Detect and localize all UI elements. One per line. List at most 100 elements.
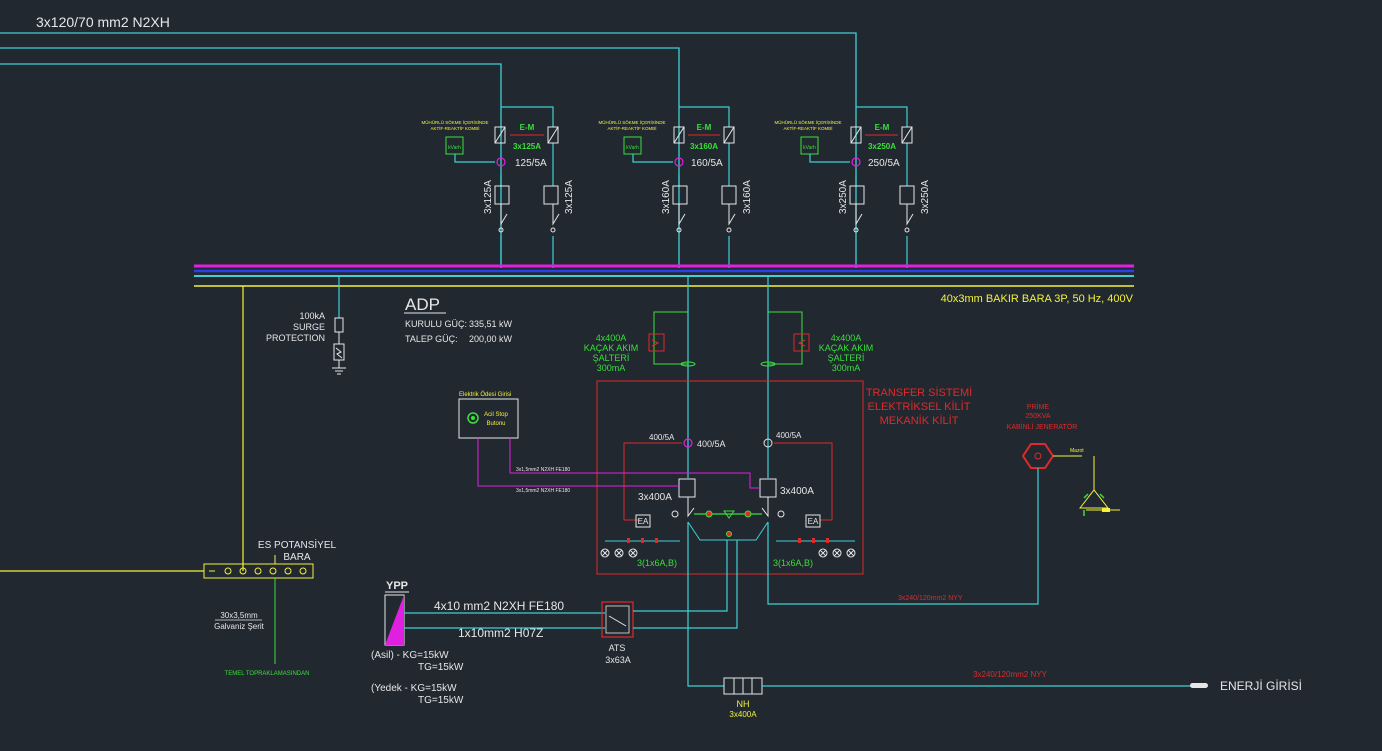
emergency-wiring: [477, 438, 760, 489]
generator-cable: [767, 468, 1039, 605]
top-cable-label: 3x120/70 mm2 N2XH: [36, 14, 170, 30]
rcd-right-icon: [793, 333, 810, 352]
emergency-title: Elektrik Ödesi Girisi: [459, 391, 511, 398]
rcd-right-label-2: KAÇAK AKIM: [819, 343, 874, 353]
emergency-button-label-2: Butonu: [486, 421, 505, 427]
earth-strip-label-1: 30x3,5mm: [220, 611, 258, 620]
meter-caption-1: MÜHÜRLÜ SÖKME İÇERİSİNDE: [598, 119, 665, 125]
control-wiring: [623, 442, 833, 521]
transfer-label-2: ELEKTRİKSEL KİLİT: [868, 400, 971, 413]
contactor-right-icon: [723, 126, 735, 144]
rcd-right-label-4: 300mA: [832, 363, 861, 373]
rcd-left: [648, 276, 696, 478]
meter-label: kVarh: [626, 145, 639, 151]
ct-right-icon: [763, 438, 773, 448]
contactor-left-icon: [494, 126, 506, 144]
ypp-label: YPP: [386, 580, 408, 592]
breaker-left-icon: [849, 185, 865, 205]
rcd-left-label-4: 300mA: [597, 363, 626, 373]
ea-right-box: [805, 514, 821, 528]
transfer-label-1: TRANSFER SİSTEMİ: [866, 386, 972, 399]
em-rating: 3x250A: [868, 142, 896, 151]
contactor-left-icon: [673, 126, 685, 144]
meter-label: kVarh: [803, 145, 816, 151]
breaker-right-rating: 3x250A: [920, 180, 931, 214]
emergency-cable-2: 3x1,5mm2 N2XH FE180: [516, 488, 570, 494]
current-transformer-icon: [496, 157, 506, 167]
meter-caption-2: AKTİF-REAKTİF KOMBİ: [607, 125, 656, 131]
ypp-cables: [404, 612, 605, 629]
rcd-right-label-3: ŞALTERİ: [828, 353, 865, 363]
ats-feed-lines: [633, 540, 738, 629]
meter-caption-2: AKTİF-REAKTİF KOMBİ: [430, 125, 479, 131]
ea-left-label: EA: [638, 517, 649, 526]
surge-protector: [332, 276, 346, 375]
generator-label-2: 250KVA: [1025, 413, 1050, 420]
main-incoming-line: [687, 522, 724, 687]
ea-right-label: EA: [808, 517, 819, 526]
ypp-asil-2: TG=15kW: [418, 662, 464, 673]
cable-end-icon: [1190, 683, 1208, 688]
current-transformer-icon: [851, 157, 861, 167]
demand-power-label: TALEP GÜÇ:: [405, 334, 458, 344]
em-label: E-M: [875, 123, 890, 132]
transfer-system-box: [596, 380, 864, 575]
busbar: [194, 264, 1134, 287]
fuse-right-label: 3(1x6A,B): [773, 558, 813, 568]
em-label: E-M: [697, 123, 712, 132]
earth-bar-title-1: ES POTANSİYEL: [258, 538, 337, 551]
generator-cable-label: 3x240/120mm2 NYY: [898, 595, 963, 602]
transfer-breaker-right-rating: 3x400A: [780, 486, 814, 497]
ypp-cable-2: 1x10mm2 H07Z: [458, 626, 543, 640]
ypp-yedek-2: TG=15kW: [418, 695, 464, 706]
ypp-asil-1: (Asil) - KG=15kW: [371, 650, 449, 661]
surge-label-3: PROTECTION: [266, 333, 325, 343]
breaker-right-icon: [543, 185, 559, 205]
rcd-left-icon: [648, 333, 665, 352]
breaker-right-icon: [899, 185, 915, 205]
generator-label-1: PRİME: [1027, 402, 1050, 411]
rcd-right-label-1: 4x400A: [831, 333, 862, 343]
foundation-earth-label: TEMEL TOPRAKLAMASINDAN: [225, 671, 310, 677]
transfer-breaker-left-rating: 3x400A: [638, 492, 672, 503]
breaker-left-rating: 3x125A: [483, 180, 494, 214]
feeder-1: MÜHÜRLÜ SÖKME İÇERİSİNDE AKTİF-REAKTİF K…: [421, 106, 575, 268]
emergency-stop-box: [458, 398, 519, 439]
energy-input-label: ENERJİ GİRİSİ: [1220, 679, 1302, 693]
fuse-markers: [627, 538, 829, 543]
contactor-right-icon: [901, 126, 913, 144]
installed-power-value: 335,51 kW: [469, 319, 513, 329]
surge-fuse-icon: [334, 317, 344, 333]
emergency-button-label-1: Acil Stop: [484, 412, 508, 418]
emergency-stop-button-icon: [467, 412, 479, 424]
surge-label-2: SURGE: [293, 322, 325, 332]
meter-caption-2: AKTİF-REAKTİF KOMBİ: [783, 125, 832, 131]
busbar-label: 40x3mm BAKIR BARA 3P, 50 Hz, 400V: [941, 293, 1134, 305]
earth-strip-label-2: Galvaniz Şerit: [214, 622, 265, 631]
meter-label: kVarh: [448, 145, 461, 151]
ats-box: [601, 601, 634, 638]
ct-right-label: 400/5A: [776, 431, 802, 440]
rcd-left-label-1: 4x400A: [596, 333, 627, 343]
em-rating: 3x160A: [690, 142, 718, 151]
rcd-right: [760, 276, 810, 478]
generator-icon: [1021, 443, 1055, 469]
ct-ratio: 125/5A: [515, 158, 547, 169]
transfer-breaker-right-icon: [759, 478, 777, 498]
generator-label-3: KABİNLİ JENERATÖR: [1007, 422, 1078, 431]
indicator-lamps: [600, 540, 856, 558]
ct-left-ratio: 400/5A: [697, 439, 726, 449]
incoming-feed-lines: [0, 32, 857, 268]
surge-arrester-icon: [333, 343, 345, 361]
main-cable-label: 3x240/120mm2 NYY: [973, 670, 1047, 679]
nh-label: NH: [737, 699, 750, 709]
panel-name: ADP: [405, 295, 440, 314]
surge-label-1: 100kA: [299, 311, 325, 321]
earth-bar: [203, 563, 314, 579]
breaker-right-icon: [721, 185, 737, 205]
breaker-left-rating: 3x160A: [661, 180, 672, 214]
feeder-2: MÜHÜRLÜ SÖKME İÇERİSİNDE AKTİF-REAKTİF K…: [598, 106, 753, 268]
earth-bar-title-2: BARA: [283, 552, 311, 563]
